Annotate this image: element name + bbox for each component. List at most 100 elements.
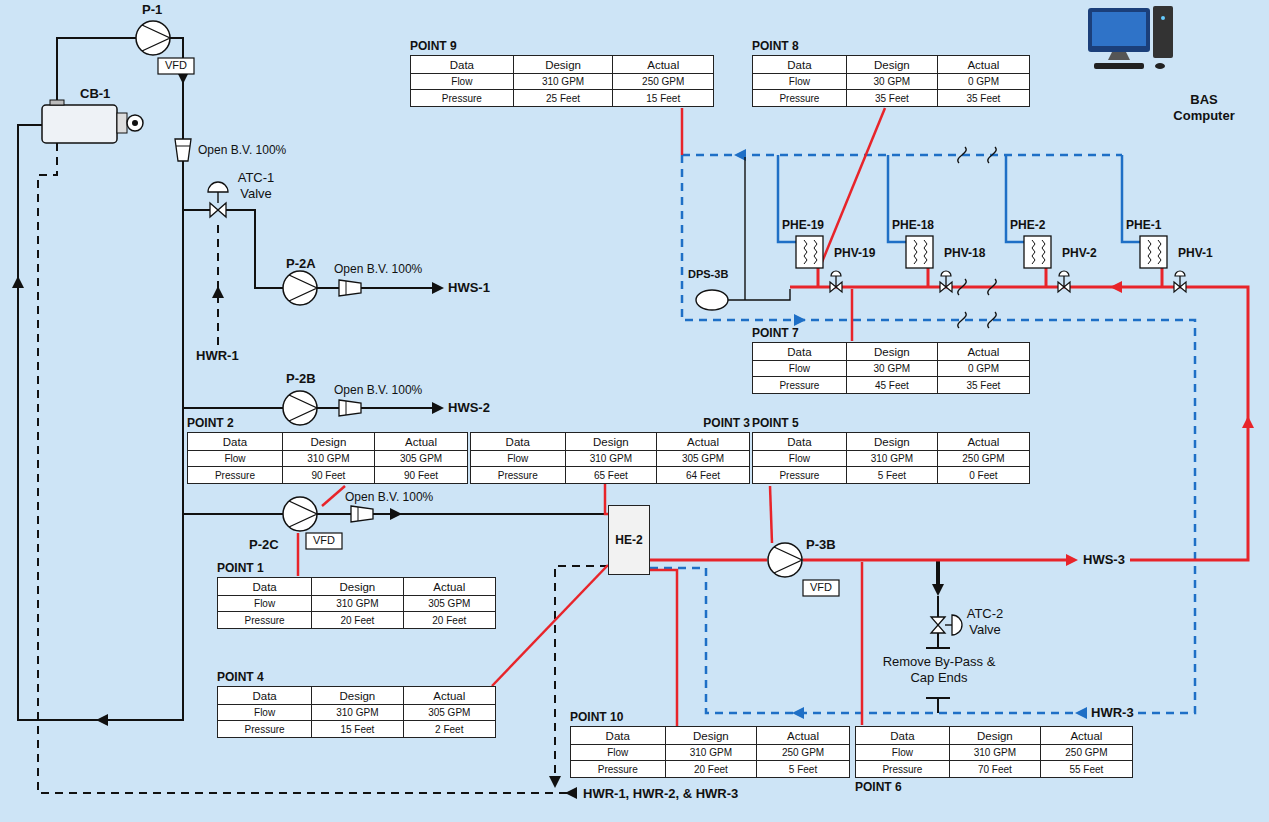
- pressure-sensor-symbol: [696, 290, 728, 310]
- table-cell-text: Data: [252, 690, 276, 702]
- leader-line: [650, 570, 677, 726]
- table-cell: 20 Feet: [404, 612, 495, 628]
- equipment-label: Remove By-Pass & Cap Ends: [878, 654, 1000, 685]
- flow-arrow: [12, 72, 944, 799]
- table-cell: Data: [753, 56, 847, 74]
- equipment-label: P-2B: [286, 371, 316, 387]
- flow-arrow: [432, 402, 444, 414]
- coil-unit-symbol: [945, 276, 946, 287]
- equipment-label: PHE-18: [892, 218, 934, 232]
- equipment-label: ATC-2 Valve: [960, 606, 1010, 637]
- table-cell: Flow: [753, 451, 847, 467]
- table-cell: Design: [666, 727, 758, 745]
- table-cell-text: 20 Feet: [694, 764, 728, 775]
- table-cell-text: Design: [593, 436, 629, 448]
- table-cell-text: Data: [787, 436, 811, 448]
- flow-arrow: [212, 286, 224, 298]
- equipment-label: HWS-3: [1081, 552, 1127, 568]
- equipment-label: DPS-3B: [688, 268, 728, 281]
- table-cell-text: 65 Feet: [594, 470, 628, 481]
- table-cell: 305 GPM: [404, 705, 495, 721]
- table-cell: 25 Feet: [514, 90, 614, 106]
- point-heading: POINT 1: [217, 561, 264, 575]
- pipe-break-mark: [988, 147, 996, 163]
- table-cell-text: 30 GPM: [874, 363, 911, 374]
- table-cell-text: Pressure: [245, 724, 285, 735]
- table-cell: Flow: [856, 745, 950, 761]
- equipment-label: VFD: [158, 59, 194, 72]
- equipment-label: HWR-1, HWR-2, & HWR-3: [583, 786, 738, 802]
- table-cell: Design: [847, 56, 938, 74]
- coil-unit-symbol: [1175, 271, 1185, 276]
- boiler-symbol: [42, 105, 117, 143]
- table-cell: Pressure: [471, 467, 566, 483]
- hot-supply-pipe: [803, 559, 1068, 562]
- coil-unit-symbol: [1045, 268, 1048, 287]
- pressure-sensor-symbol: [696, 290, 728, 310]
- equipment-label: VFD: [306, 534, 342, 547]
- coil-unit-symbol: [941, 271, 951, 276]
- table-cell-text: Flow: [254, 707, 275, 718]
- table-cell: 20 Feet: [312, 612, 403, 628]
- data-table: POINT 2DataDesignActualFlow310 GPM305 GP…: [187, 432, 468, 484]
- table-grid: DataDesignActualFlow30 GPM0 GPMPressure4…: [753, 343, 1029, 393]
- coil-unit-symbol: [814, 240, 817, 264]
- black-pipe: [217, 192, 218, 203]
- table-cell: Data: [411, 56, 514, 74]
- table-cell-text: 250 GPM: [1065, 747, 1107, 758]
- table-cell: 250 GPM: [757, 745, 849, 761]
- vfd-box: [158, 58, 194, 74]
- leader-line: [770, 486, 772, 543]
- table-cell-text: Flow: [224, 453, 245, 464]
- table-cell: Actual: [938, 433, 1029, 451]
- flow-arrow: [1066, 554, 1078, 566]
- computer-icon: [1155, 63, 1165, 69]
- table-cell: Pressure: [411, 90, 514, 106]
- table-cell: Flow: [571, 745, 666, 761]
- table-cell-text: 55 Feet: [1069, 764, 1103, 775]
- table-cell: 305 GPM: [375, 451, 467, 467]
- table-cell-text: Flow: [254, 598, 275, 609]
- table-cell: Actual: [404, 687, 495, 705]
- computer-icon: [1092, 12, 1146, 46]
- table-cell-text: Pressure: [882, 764, 922, 775]
- chilled-return-pipe: [682, 155, 1195, 713]
- table-cell: 35 Feet: [938, 377, 1029, 393]
- coil-unit-symbol: [1059, 271, 1069, 276]
- flow-arrow: [1075, 707, 1087, 719]
- table-cell-text: Flow: [789, 453, 810, 464]
- table-cell-text: Pressure: [442, 93, 482, 104]
- table-cell-text: Design: [874, 346, 910, 358]
- data-table: POINT 8DataDesignActualFlow30 GPM0 GPMPr…: [752, 55, 1030, 107]
- table-cell: Data: [753, 433, 847, 451]
- table-grid: DataDesignActualFlow310 GPM250 GPMPressu…: [753, 433, 1029, 483]
- table-cell-text: 64 Feet: [686, 470, 720, 481]
- coil-unit-symbol: [817, 268, 820, 287]
- table-cell: 310 GPM: [847, 451, 938, 467]
- leader-line: [298, 108, 885, 725]
- table-cell-text: Pressure: [779, 93, 819, 104]
- table-cell-text: Design: [874, 59, 910, 71]
- table-cell: Pressure: [753, 377, 847, 393]
- balance-valve-symbol: [175, 139, 191, 161]
- table-cell: 250 GPM: [1041, 745, 1132, 761]
- equipment-label: PHV-2: [1062, 246, 1097, 260]
- table-cell: Pressure: [188, 467, 283, 483]
- point-heading: POINT 2: [187, 416, 234, 430]
- pump-symbol: [136, 21, 802, 577]
- table-cell-text: Actual: [687, 436, 719, 448]
- table-cell: 310 GPM: [312, 705, 403, 721]
- table-cell-text: Flow: [451, 76, 472, 87]
- point-heading: POINT 8: [752, 39, 799, 53]
- table-cell: 310 GPM: [514, 74, 614, 90]
- table-cell: 30 GPM: [847, 361, 938, 377]
- black-pipe: [926, 647, 950, 649]
- table-cell-text: 310 GPM: [871, 453, 913, 464]
- coil-unit-symbol: [831, 271, 841, 276]
- table-cell-text: 30 GPM: [874, 76, 911, 87]
- flow-arrow: [734, 149, 746, 161]
- table-cell: 90 Feet: [375, 467, 467, 483]
- table-cell: Actual: [613, 56, 713, 74]
- control-valve-symbol: [952, 615, 962, 635]
